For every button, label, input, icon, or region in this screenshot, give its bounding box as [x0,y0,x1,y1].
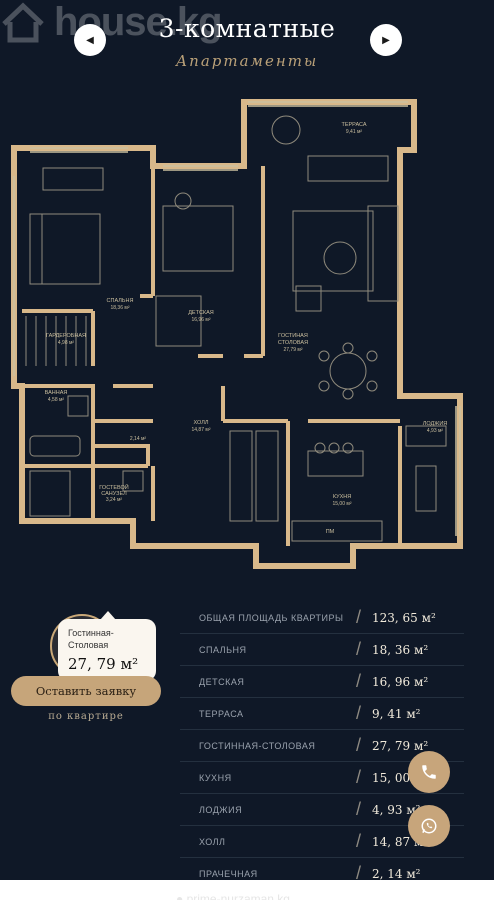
room-area-bathroom: 4,58 м² [48,397,65,403]
spec-separator: / [356,863,362,883]
room-area-terrace: 9,41 м² [346,129,363,135]
room-area-kitchen: 15,00 м² [332,501,351,507]
spec-row-terrace: ТЕРРАСА / 9, 41 м² [180,698,464,730]
room-label-bathroom: ВАННАЯ [45,390,68,396]
spec-row-loggia: ЛОДЖИЯ / 4, 93 м² [180,794,464,826]
room-label-kitchen: КУХНЯ [333,494,351,500]
wall-kitchen [223,419,400,546]
spec-label: ГОСТИННАЯ-СТОЛОВАЯ [199,740,316,751]
whatsapp-button[interactable] [408,805,450,847]
location-pin-icon: ● [176,892,184,900]
spec-label: ОБЩАЯ ПЛОЩАДЬ КВАРТИРЫ [199,612,344,623]
room-label-kids: ДЕТСКАЯ [188,310,214,316]
spec-value: 27, 79 м² [372,738,429,753]
spec-value: 123, 65 м² [372,610,436,625]
room-label-living-2: СТОЛОВАЯ [278,340,308,346]
wall-bedroom-wardrobe [22,309,95,366]
cta-subtitle: по квартире [48,711,124,722]
outer-wall [11,99,463,569]
footer-site-link[interactable]: ● prime-nurzaman.kg [176,892,290,900]
tooltip-room-name: Гостинная- Столовая [68,628,114,650]
room-label-wardrobe: ГАРДЕРОБНАЯ [46,333,86,339]
wall-bedroom-kids [140,166,155,298]
house-kg-watermark: house.kg [0,0,223,45]
tooltip-room-label: Гостинная- Столовая [68,627,146,651]
spec-label: ТЕРРАСА [199,708,244,719]
spec-value: 4, 93 м² [372,802,421,817]
page-title: 3-комнатные [158,14,336,43]
room-area-living: 27,79 м² [283,347,302,353]
room-label-living: ГОСТИНАЯ [278,333,308,339]
room-label-guest-wc-2: САНУЗЕЛ [101,491,127,497]
footer-bar [0,880,494,900]
spec-separator: / [356,607,362,627]
room-area-wardrobe: 4,98 м² [58,340,75,346]
spec-row-bedroom: СПАЛЬНЯ / 18, 36 м² [180,634,464,666]
wall-kids-living [198,166,265,358]
room-labels: ТЕРРАСА 9,41 м² СПАЛЬНЯ 18,36 м² ДЕТСКАЯ… [45,122,448,535]
windows [13,101,461,536]
spec-separator: / [356,639,362,659]
room-label-terrace: ТЕРРАСА [341,122,366,128]
whatsapp-icon [421,818,437,834]
spec-value: 2, 14 м² [372,866,421,881]
area-specs-table: ОБЩАЯ ПЛОЩАДЬ КВАРТИРЫ / 123, 65 м² СПАЛ… [180,602,464,890]
room-label-bedroom: СПАЛЬНЯ [107,298,134,304]
spec-label: КУХНЯ [199,772,232,783]
room-area-kids: 16,96 м² [191,317,210,323]
page-subtitle: Апартаменты [175,52,319,70]
prev-slide-button[interactable]: ◀ [74,24,106,56]
spec-value: 18, 36 м² [372,642,429,657]
spec-separator: / [356,799,362,819]
room-area-bedroom: 18,36 м² [110,305,129,311]
furniture [25,115,447,542]
spec-label: ДЕТСКАЯ [199,676,245,687]
phone-icon [422,765,436,779]
wall-hall [113,384,225,421]
tooltip-room-area: 27, 79 м² [68,655,139,673]
room-area-guest-wc: 3,24 м² [106,497,123,503]
chevron-right-icon: ▶ [382,34,390,46]
wall-bathroom [22,384,155,521]
room-area-loggia: 4,93 м² [427,428,444,434]
spec-separator: / [356,735,362,755]
spec-row-living: ГОСТИННАЯ-СТОЛОВАЯ / 27, 79 м² [180,730,464,762]
room-label-dishwasher: ПМ [326,529,335,535]
room-label-hall: ХОЛЛ [194,420,209,426]
spec-separator: / [356,671,362,691]
leave-request-button[interactable]: Оставить заявку [11,676,161,706]
room-tooltip: Гостинная- Столовая 27, 79 м² [58,611,156,681]
spec-separator: / [356,831,362,851]
spec-row-kids: ДЕТСКАЯ / 16, 96 м² [180,666,464,698]
next-slide-button[interactable]: ▶ [370,24,402,56]
spec-value: 16, 96 м² [372,674,429,689]
chevron-left-icon: ◀ [86,34,94,46]
house-icon [2,2,44,42]
spec-value: 9, 41 м² [372,706,421,721]
footer-link-text: prime-nurzaman.kg [186,892,290,900]
spec-label: ПРАЧЕЧНАЯ [199,868,258,879]
room-label-guest-wc: ГОСТЕВОЙ [99,483,129,491]
room-label-loggia: ЛОДЖИЯ [423,421,448,427]
spec-row-total: ОБЩАЯ ПЛОЩАДЬ КВАРТИРЫ / 123, 65 м² [180,602,464,634]
room-area-laundry: 2,14 м² [130,436,147,442]
spec-label: ХОЛЛ [199,836,226,847]
spec-label: СПАЛЬНЯ [199,644,247,655]
room-area-hall: 14,87 м² [191,427,210,433]
call-button[interactable] [408,751,450,793]
spec-label: ЛОДЖИЯ [199,804,243,815]
spec-separator: / [356,703,362,723]
spec-separator: / [356,767,362,787]
floor-plan: ТЕРРАСА 9,41 м² СПАЛЬНЯ 18,36 м² ДЕТСКАЯ… [11,99,463,569]
